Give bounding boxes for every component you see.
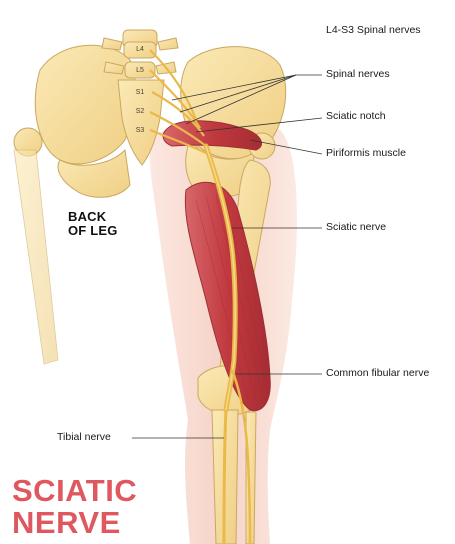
label-l4-s3-spinal-nerves: L4-S3 Spinal nerves [326,24,421,36]
left-ischium [57,148,131,198]
back-of-leg-line2: OF LEG [68,223,118,238]
label-sciatic-nerve: Sciatic nerve [326,221,387,233]
left-femur [13,149,59,365]
leader-lines [132,74,323,439]
vertebral-column [101,29,179,166]
back-of-leg-label: BACK OF LEG [68,210,118,238]
common-fibular-nerve-path [230,369,252,544]
back-of-leg-line1: BACK [68,209,107,224]
label-tibial-nerve: Tibial nerve [57,431,111,443]
label-piriformis-muscle: Piriformis muscle [326,147,406,159]
label-spinal-nerves: Spinal nerves [326,68,390,80]
tibial-nerve-path [222,409,228,544]
vertebra-label-s2: S2 [135,108,145,115]
muscle-fibers [195,193,267,401]
piriformis-muscle [162,120,263,151]
label-common-fibular-nerve: Common fibular nerve [326,367,430,379]
sciatic-nerve-highlight [205,145,236,411]
left-ilium [34,44,136,165]
label-sciatic-notch: Sciatic notch [326,110,386,122]
diagram-title: SCIATIC NERVE [12,475,137,539]
title-line1: SCIATIC [12,473,138,508]
vertebra-label-s1: S1 [135,89,145,96]
title-line2: NERVE [12,505,121,540]
vertebra-label-s3: S3 [135,127,145,134]
vertebra-label-l5: L5 [136,67,144,74]
vertebra-label-l4: L4 [136,46,144,53]
